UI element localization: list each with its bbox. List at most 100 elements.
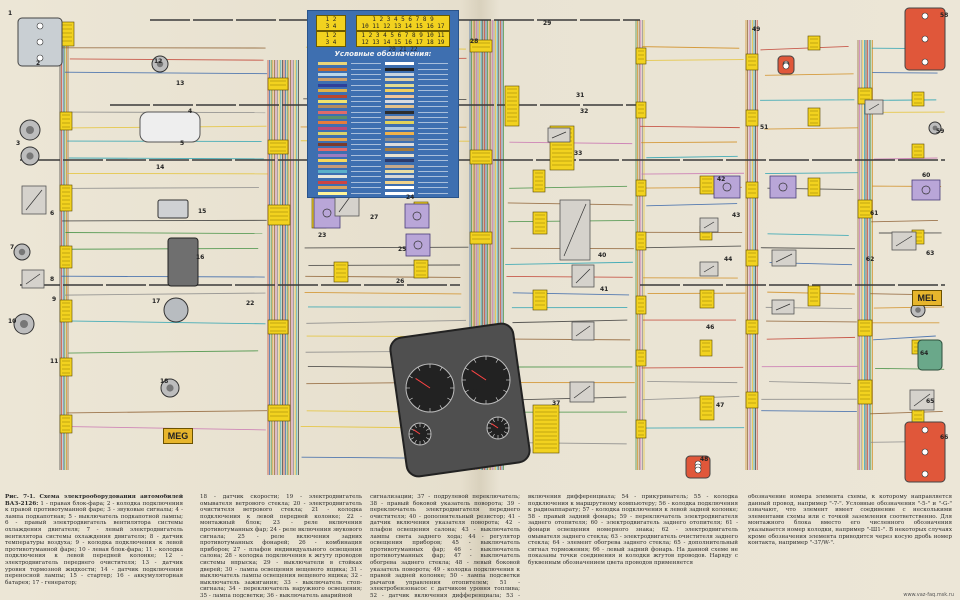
lamp-bulb <box>921 448 929 456</box>
gauge-needle <box>491 423 499 429</box>
callout-66: 66 <box>940 434 949 441</box>
legend-line <box>351 165 381 167</box>
callout-23: 23 <box>318 232 327 239</box>
washer-reservoir <box>139 111 201 143</box>
relay-component <box>713 175 741 199</box>
relay-symbol <box>722 182 732 192</box>
wire-run <box>512 292 630 296</box>
callout-51: 51 <box>760 124 769 131</box>
legend-swatch <box>318 137 347 141</box>
legend-line <box>351 133 381 135</box>
legend-line <box>351 171 381 172</box>
legend-row <box>318 88 452 93</box>
caption-col-3-text: сигнализации; 37 - подрулевой переключат… <box>370 494 520 598</box>
lamp-bulb <box>36 22 44 30</box>
legend-line <box>418 122 448 124</box>
legend-line <box>418 160 448 162</box>
gauge-tick <box>423 439 426 444</box>
gauge-tick <box>503 367 507 371</box>
legend-line <box>351 192 381 194</box>
lamp-bulb <box>921 35 929 43</box>
legend-swatch <box>318 72 347 76</box>
legend-swatch <box>318 170 347 173</box>
callout-62: 62 <box>866 256 875 263</box>
callout-31: 31 <box>576 92 585 99</box>
legend-swatch <box>318 121 347 125</box>
caption-col-2-text: 18 - датчик скорости; 19 - электродвигат… <box>200 494 362 598</box>
gauge-tick <box>425 437 430 440</box>
legend-line <box>351 73 381 75</box>
connector-block <box>857 199 873 219</box>
wire-run <box>511 396 627 401</box>
switch-symbol <box>563 203 587 257</box>
legend-swatch <box>385 148 414 152</box>
connector-block <box>745 249 759 267</box>
gauge-tick <box>409 375 413 379</box>
legend-line <box>418 106 448 108</box>
lamp-bulb <box>782 62 790 70</box>
callout-22: 22 <box>246 300 255 307</box>
wire-run <box>873 306 945 309</box>
switch-symbol <box>868 103 880 111</box>
callout-65: 65 <box>926 398 935 405</box>
connector-block <box>59 414 73 434</box>
callout-7: 7 <box>10 244 15 251</box>
wire-run <box>509 185 628 189</box>
legend-row <box>318 158 452 163</box>
legend-line <box>351 160 381 162</box>
wire-run <box>65 232 263 235</box>
legend-swatch <box>385 105 414 109</box>
legend-row <box>318 153 452 158</box>
legend-line <box>418 111 448 113</box>
wire-run <box>646 203 738 207</box>
connector-block <box>699 289 715 309</box>
gauge-tick <box>447 397 451 401</box>
legend-row <box>318 136 452 141</box>
wire-run <box>760 99 855 101</box>
wire-run <box>66 410 268 414</box>
legend-line <box>418 84 448 86</box>
legend-row <box>318 61 452 66</box>
caption-col-1: Рис. 7-1. Схема электрооборудования авто… <box>5 494 183 598</box>
callout-61: 61 <box>870 210 879 217</box>
legend-line <box>351 149 381 151</box>
legend-swatch <box>318 67 347 71</box>
switch-symbol <box>575 268 591 284</box>
connector-block <box>635 179 647 197</box>
gauge-needle <box>413 429 421 435</box>
callout-10: 10 <box>8 318 17 325</box>
meg-badge: MEG <box>163 428 193 444</box>
legend-line <box>351 68 381 70</box>
wire-run <box>766 336 856 340</box>
legend-row <box>318 115 452 120</box>
switch-symbol <box>895 235 913 247</box>
legend-line <box>418 127 448 129</box>
legend-pins-top: 1 2 3 4 5 6 7 8 9 <box>372 16 434 23</box>
round-device-core <box>915 307 921 313</box>
lamp-bulb <box>36 38 44 46</box>
connector-block <box>635 47 647 65</box>
wire-run <box>640 125 740 129</box>
legend-swatch <box>318 159 347 163</box>
legend-swatch <box>318 78 347 82</box>
wire-run <box>764 73 854 76</box>
caption-heading: Рис. 7-1. Схема электрооборудования авто… <box>5 494 183 507</box>
legend-swatch <box>318 175 347 179</box>
legend-connector-c-top: 1 2 <box>325 32 337 39</box>
legend-line <box>418 68 448 70</box>
connector-block <box>857 379 873 405</box>
wire-run <box>769 381 851 384</box>
legend-connector-a-bottom: 3 4 <box>325 23 337 30</box>
callout-28: 28 <box>470 38 479 45</box>
wire-run <box>512 319 628 324</box>
legend-swatch <box>318 143 347 147</box>
legend-connector-a-top: 1 2 <box>325 16 337 23</box>
connector-block <box>857 319 873 337</box>
legend-line <box>418 63 448 65</box>
wire-run <box>760 247 855 250</box>
connector-block <box>807 177 821 197</box>
legend-row <box>318 83 452 88</box>
connector-block <box>745 109 759 127</box>
legend-line <box>418 95 448 97</box>
